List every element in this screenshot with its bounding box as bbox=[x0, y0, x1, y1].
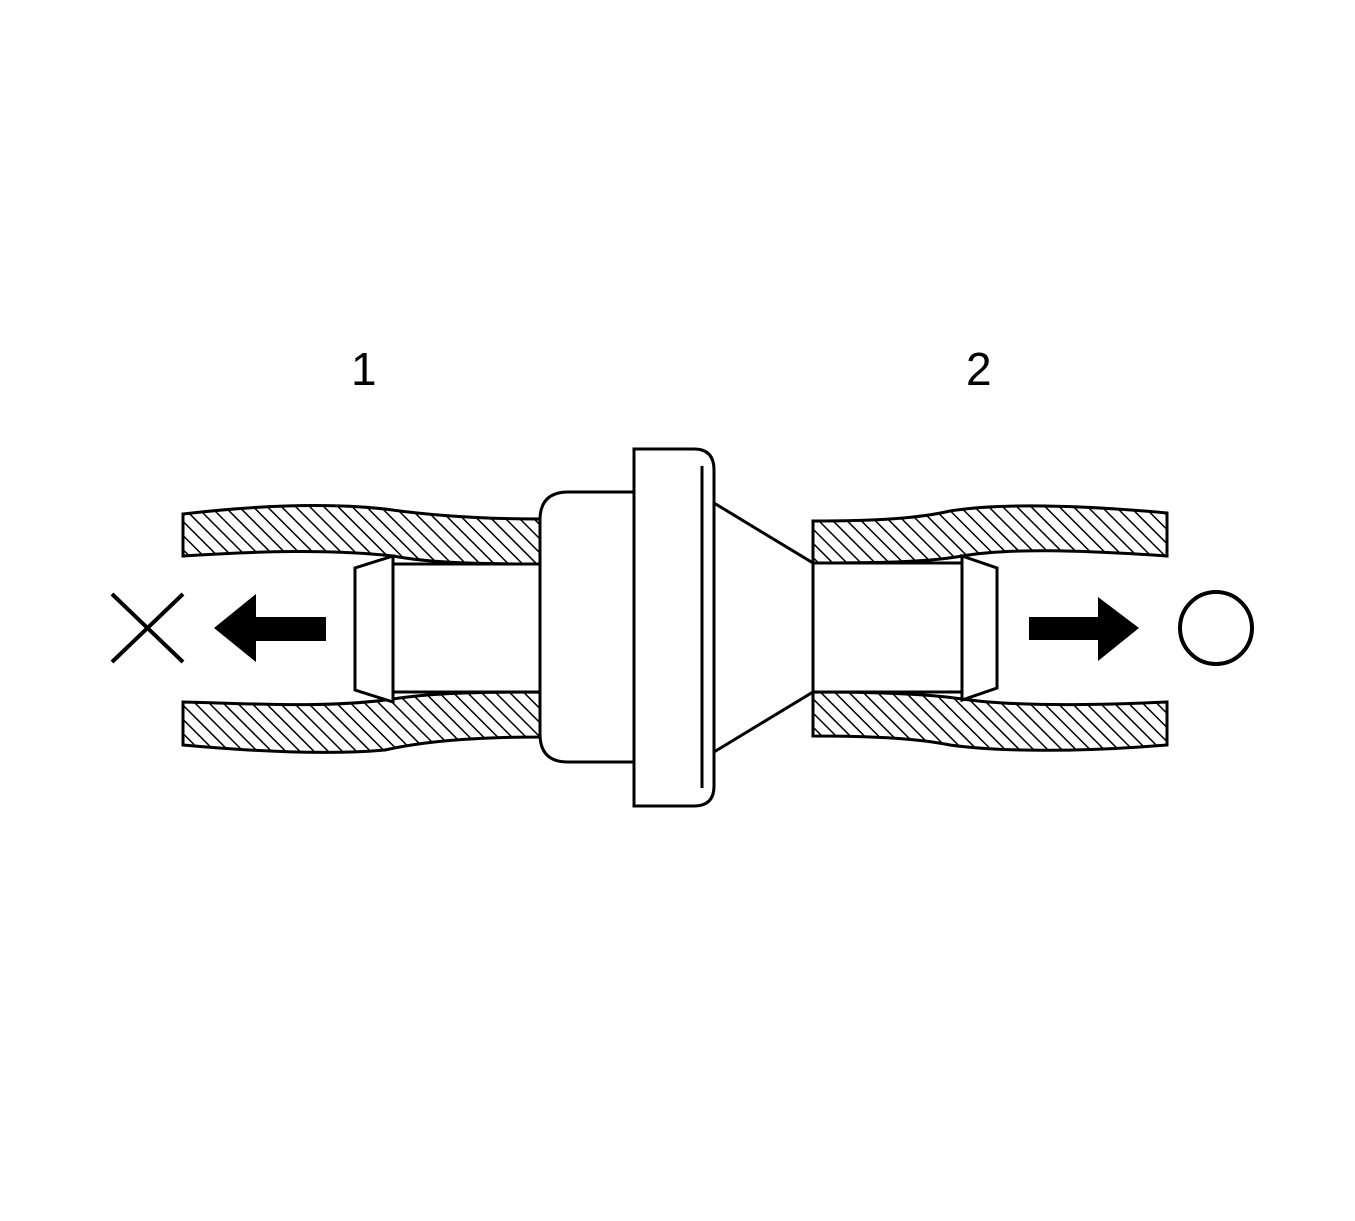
valve-left-housing bbox=[538, 490, 636, 764]
blocked-flow-indicator bbox=[110, 592, 326, 664]
arrow-left-icon bbox=[214, 594, 326, 662]
right-nipple-barb bbox=[960, 553, 999, 703]
right-nipple-shaft bbox=[811, 561, 965, 694]
left-hose-lower-wall bbox=[181, 690, 542, 754]
arrow-right-icon bbox=[1029, 597, 1139, 661]
valve-right-cone bbox=[712, 500, 815, 755]
x-mark-icon bbox=[110, 592, 185, 664]
right-hose-upper-wall bbox=[811, 504, 1169, 565]
callout-1: 1 bbox=[351, 343, 377, 395]
right-hose-lower-wall bbox=[811, 690, 1169, 752]
allowed-flow-indicator bbox=[1029, 590, 1254, 666]
left-nipple-barb bbox=[353, 553, 395, 705]
valve-flange bbox=[632, 447, 716, 808]
right-hose bbox=[811, 504, 1169, 752]
left-hose bbox=[181, 504, 542, 754]
circle-icon bbox=[1178, 590, 1254, 666]
left-hose-upper-wall bbox=[181, 504, 542, 566]
callout-2: 2 bbox=[966, 343, 992, 395]
check-valve bbox=[353, 447, 999, 808]
left-nipple-shaft bbox=[391, 562, 545, 694]
